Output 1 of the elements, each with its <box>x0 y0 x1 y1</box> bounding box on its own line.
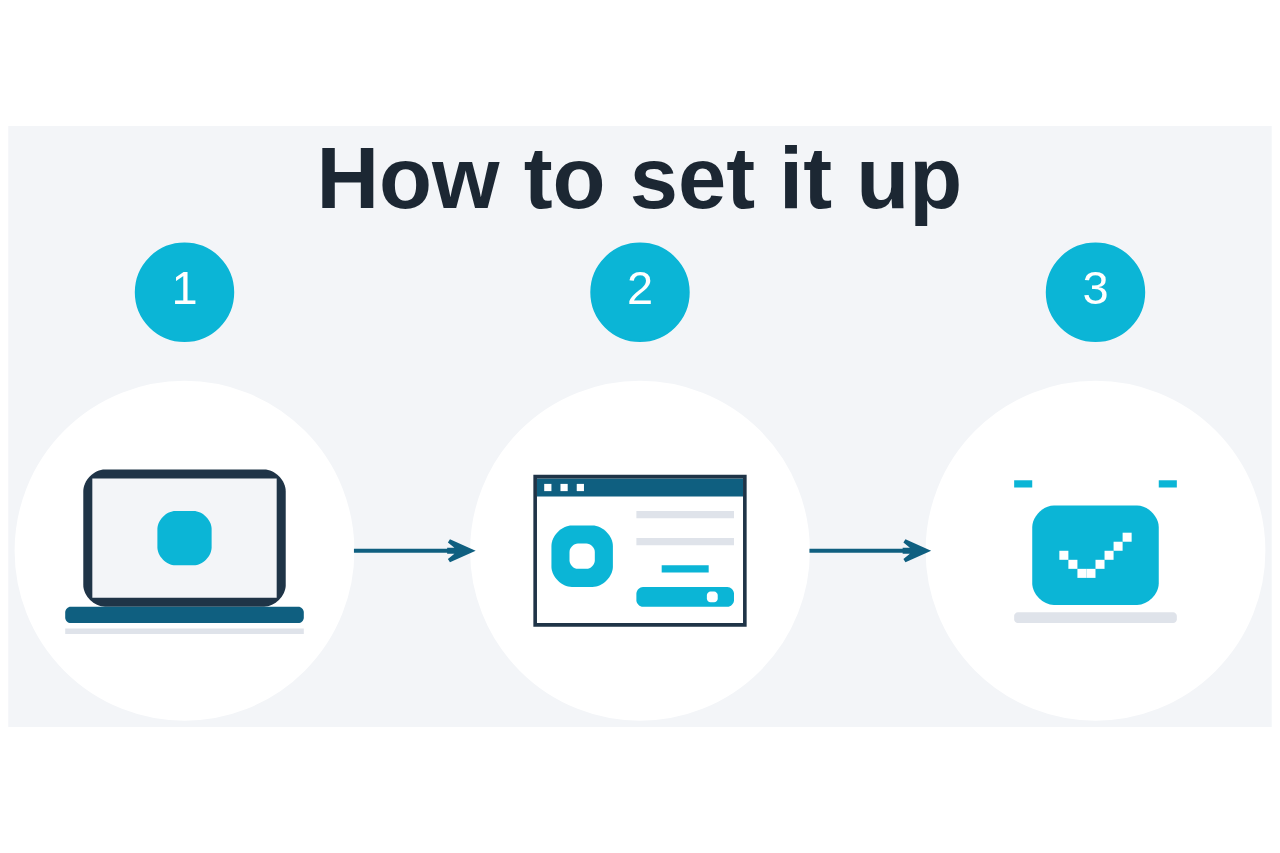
diagram-title: How to set it up <box>316 129 963 227</box>
